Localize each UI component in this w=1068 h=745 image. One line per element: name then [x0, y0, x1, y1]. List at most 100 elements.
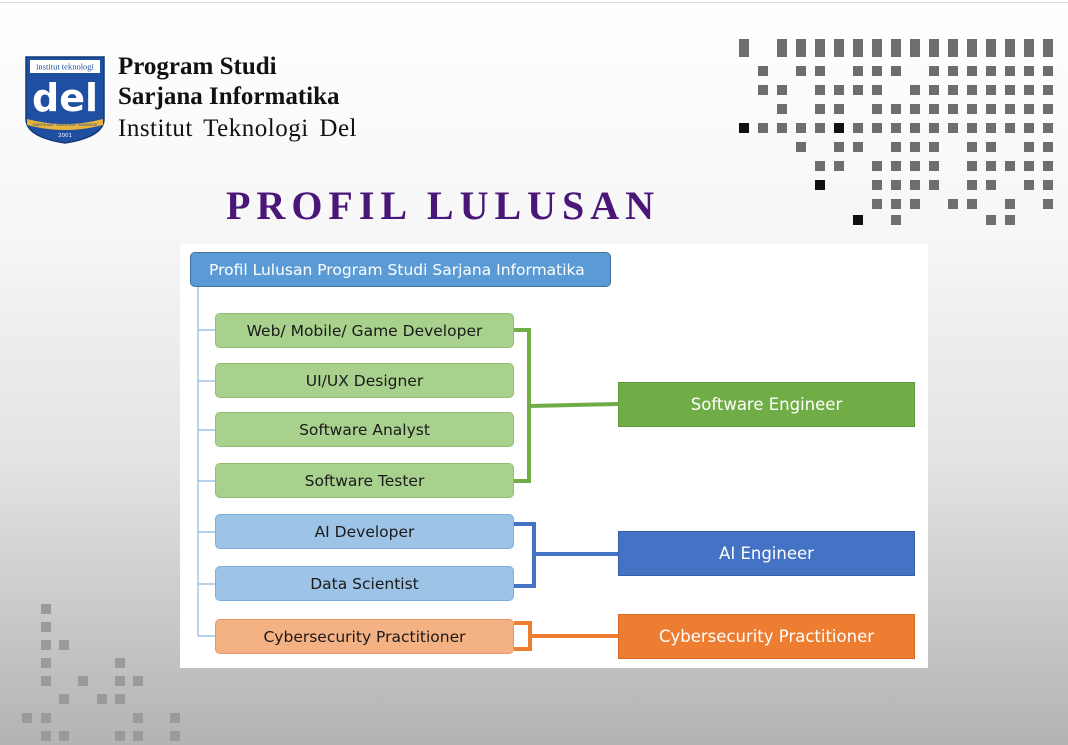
- decor-square: [929, 85, 939, 95]
- tree-connector-lines: [197, 287, 215, 637]
- decor-square: [758, 85, 768, 95]
- decor-square: [59, 640, 69, 650]
- decor-square: [967, 123, 977, 133]
- decor-square: [929, 47, 939, 57]
- role-node: AI Developer: [215, 514, 514, 549]
- decor-square: [1043, 161, 1053, 171]
- decor-square: [815, 123, 825, 133]
- decor-square: [929, 142, 939, 152]
- decor-square: [1005, 39, 1015, 49]
- decor-square: [815, 66, 825, 76]
- decor-square: [777, 123, 787, 133]
- decor-square: [948, 47, 958, 57]
- decor-square: [834, 39, 844, 49]
- decor-square: [891, 215, 901, 225]
- decor-square: [1043, 47, 1053, 57]
- logo-year: 2001: [58, 133, 72, 139]
- decor-square: [986, 39, 996, 49]
- decor-square: [853, 215, 863, 225]
- decor-square: [929, 39, 939, 49]
- decor-square: [853, 123, 863, 133]
- decor-square: [891, 47, 901, 57]
- logo-wordmark: del: [32, 76, 98, 120]
- category-node-cybersecurity: Cybersecurity Practitioner: [618, 614, 915, 659]
- decor-square: [41, 622, 51, 632]
- decor-square: [948, 199, 958, 209]
- decor-square: [170, 713, 180, 723]
- decor-square: [1043, 66, 1053, 76]
- decor-square: [133, 731, 143, 741]
- diagram-connectors: [197, 287, 619, 651]
- decor-square: [777, 47, 787, 57]
- decor-square: [133, 676, 143, 686]
- decor-square: [796, 47, 806, 57]
- category-node-ai-engineer: AI Engineer: [618, 531, 915, 576]
- decor-square: [853, 47, 863, 57]
- header-line-1: Program Studi: [118, 53, 277, 80]
- decor-square: [758, 66, 768, 76]
- decor-square: [115, 676, 125, 686]
- decor-square: [815, 47, 825, 57]
- decor-square: [967, 180, 977, 190]
- decor-square: [1043, 199, 1053, 209]
- decor-square: [1005, 161, 1015, 171]
- decor-square: [115, 731, 125, 741]
- decor-square: [853, 85, 863, 95]
- decor-square: [815, 180, 825, 190]
- decor-square: [41, 676, 51, 686]
- decor-square: [948, 104, 958, 114]
- decor-square: [891, 39, 901, 49]
- decor-square: [929, 123, 939, 133]
- role-node: UI/UX Designer: [215, 363, 514, 398]
- decor-square: [948, 66, 958, 76]
- decor-square: [986, 85, 996, 95]
- ai-bracket: [514, 522, 536, 588]
- decor-square: [834, 161, 844, 171]
- decor-square: [910, 104, 920, 114]
- decor-square: [739, 123, 749, 133]
- decor-square: [777, 85, 787, 95]
- decor-square: [777, 104, 787, 114]
- decor-square: [872, 161, 882, 171]
- decor-square: [796, 123, 806, 133]
- program-header: Program Studi Sarjana Informatika Instit…: [118, 52, 357, 146]
- role-node: Software Analyst: [215, 412, 514, 447]
- decor-square: [929, 104, 939, 114]
- decor-square: [910, 199, 920, 209]
- role-node: Cybersecurity Practitioner: [215, 619, 514, 654]
- cyber-bracket: [514, 621, 532, 651]
- decor-square: [986, 161, 996, 171]
- decor-square: [758, 123, 768, 133]
- decor-square: [967, 66, 977, 76]
- decor-square: [891, 104, 901, 114]
- decor-square: [967, 199, 977, 209]
- decor-square: [891, 180, 901, 190]
- decor-square: [41, 713, 51, 723]
- profile-diagram: Profil Lulusan Program Studi Sarjana Inf…: [180, 244, 928, 668]
- decor-square: [948, 39, 958, 49]
- decor-square: [1024, 66, 1034, 76]
- decor-square: [1024, 123, 1034, 133]
- decor-square: [872, 66, 882, 76]
- decor-square: [1024, 39, 1034, 49]
- decor-square: [891, 123, 901, 133]
- decor-square: [967, 85, 977, 95]
- decor-square: [986, 142, 996, 152]
- decor-square: [986, 180, 996, 190]
- logo-ribbon-text: MARTUHAN · MARROHA · MARBISUK: [33, 123, 98, 127]
- decor-square: [853, 142, 863, 152]
- decor-square: [1005, 199, 1015, 209]
- decor-square: [41, 731, 51, 741]
- decor-square: [910, 85, 920, 95]
- decor-square: [815, 161, 825, 171]
- decor-square: [170, 731, 180, 741]
- decor-square: [986, 123, 996, 133]
- root-node: Profil Lulusan Program Studi Sarjana Inf…: [190, 252, 611, 287]
- decor-square: [834, 104, 844, 114]
- decor-square: [78, 676, 88, 686]
- software-bracket: [514, 328, 531, 483]
- decor-square: [872, 47, 882, 57]
- decor-square: [815, 104, 825, 114]
- decor-square: [948, 85, 958, 95]
- role-node: Software Tester: [215, 463, 514, 498]
